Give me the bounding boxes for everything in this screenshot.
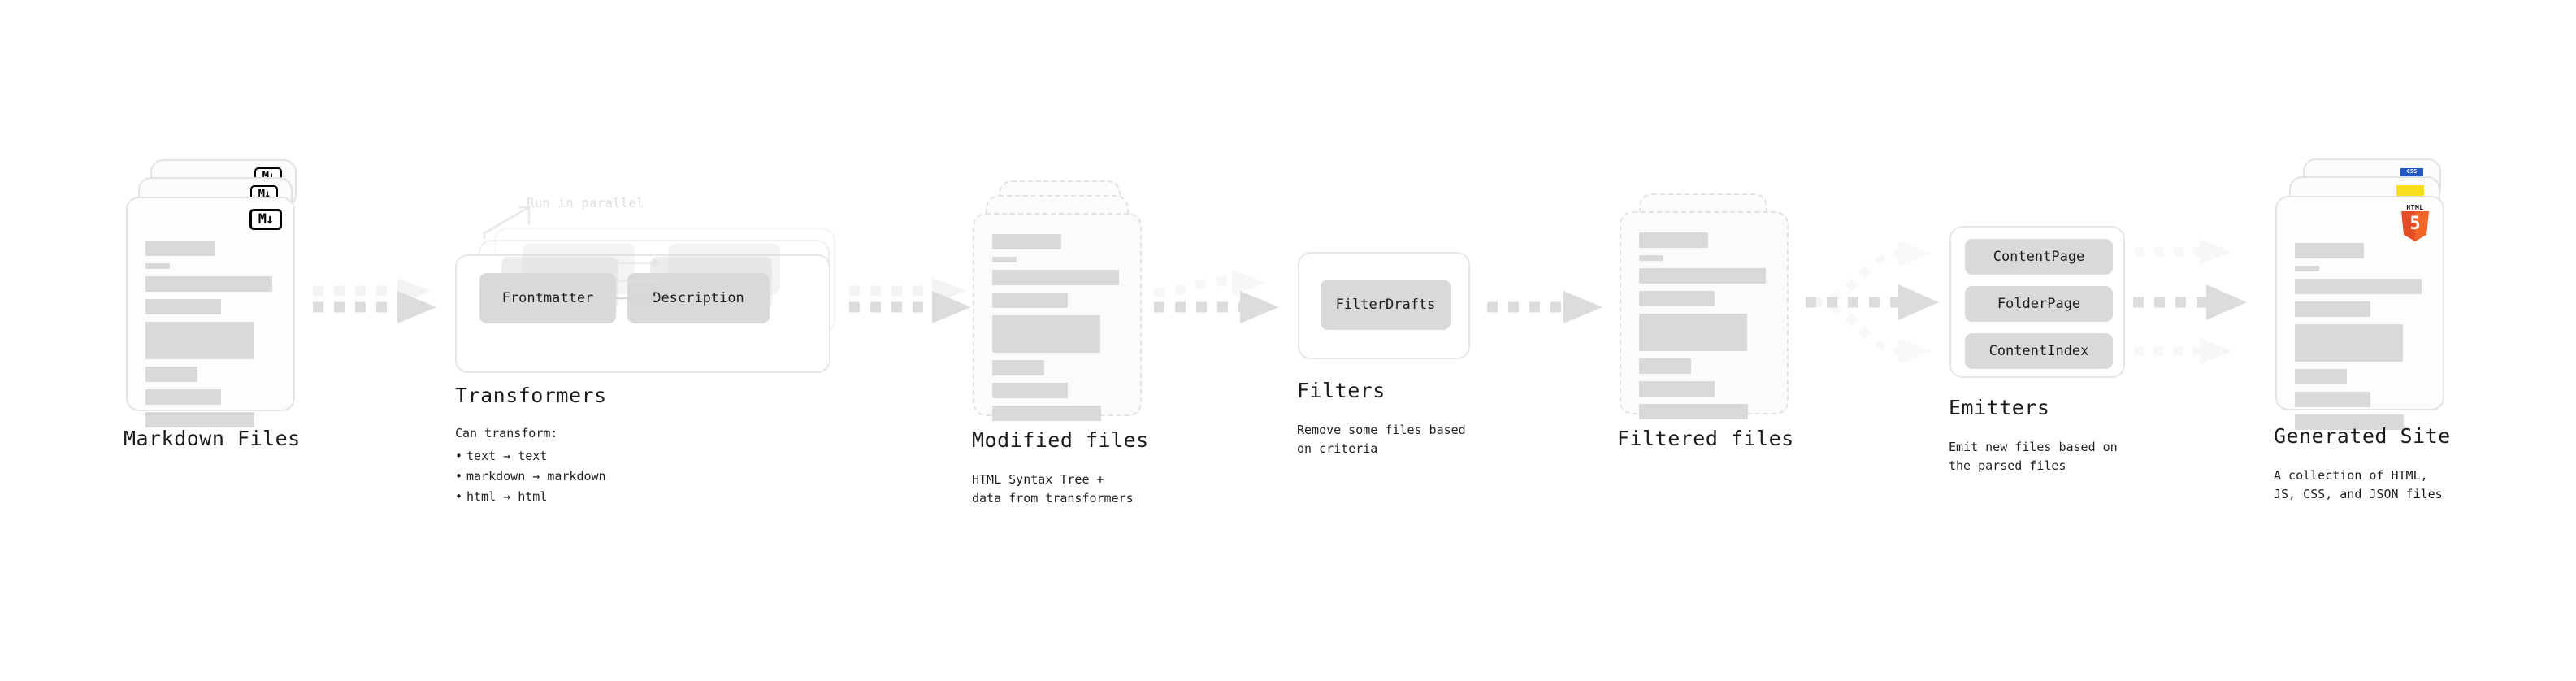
transformers-list-item: html → html — [455, 487, 723, 507]
markdown-files-caption: Markdown Files — [124, 427, 301, 451]
connector-filters-to-filtered — [1487, 291, 1609, 327]
content-bar — [2295, 243, 2365, 258]
filter-filterdrafts-label: FilterDrafts — [1335, 297, 1436, 313]
filtered-files-caption: Filtered files — [1617, 427, 1861, 451]
modified-card-front[interactable] — [973, 213, 1142, 421]
content-bar — [145, 322, 254, 359]
content-bar — [992, 293, 1069, 308]
filtered-files-label: Filtered files — [1617, 427, 1794, 450]
run-in-parallel-note: Run in parallel — [527, 195, 644, 210]
emitter-contentindex-label: ContentIndex — [1988, 343, 2089, 359]
transformer-frontmatter-label: Frontmatter — [501, 290, 594, 306]
content-bar — [992, 406, 1102, 421]
modified-files-label: Modified files — [972, 428, 1149, 452]
markdown-card-content — [145, 241, 279, 427]
content-bar — [2295, 279, 2422, 294]
content-bar — [1639, 232, 1709, 248]
connector-emitters-to-site — [2133, 229, 2279, 375]
filters-caption: Filters Remove some files based on crite… — [1297, 379, 1557, 459]
generated-card-front[interactable]: HTML 5 — [2275, 196, 2444, 430]
modified-files-description: HTML Syntax Tree + data from transformer… — [972, 472, 1134, 506]
content-bar — [992, 257, 1017, 262]
run-in-parallel-bracket — [483, 197, 549, 240]
filter-pill-filterdrafts[interactable]: FilterDrafts — [1321, 280, 1451, 330]
generated-site-caption: Generated Site A collection of HTML, JS,… — [2274, 424, 2542, 505]
emitters-description: Emit new files based on the parsed files — [1949, 440, 2118, 474]
html5-icon: HTML 5 — [2399, 204, 2431, 241]
content-bar — [145, 412, 255, 427]
transformers-intro: Can transform: — [455, 426, 558, 440]
content-bar — [1639, 314, 1747, 351]
content-bar — [1639, 255, 1663, 261]
content-bar — [1639, 291, 1715, 306]
content-bar — [992, 234, 1062, 249]
content-bar — [2295, 266, 2319, 271]
transformers-list-item: text → text — [455, 446, 723, 466]
modified-card-content — [992, 234, 1125, 421]
content-bar — [145, 263, 170, 269]
content-bar — [2295, 392, 2371, 407]
content-bar — [145, 299, 222, 314]
emitter-pill-folderpage[interactable]: FolderPage — [1965, 286, 2113, 322]
generated-site-label: Generated Site — [2274, 424, 2451, 448]
transformers-label: Transformers — [455, 384, 607, 407]
transformer-pill-frontmatter[interactable]: Frontmatter — [479, 273, 616, 323]
filters-label: Filters — [1297, 379, 1386, 402]
transformers-list-item: markdown → markdown — [455, 466, 723, 487]
emitters-group-box[interactable]: ContentPage FolderPage ContentIndex — [1949, 226, 2125, 378]
transformers-group-stack: Frontmatter Description — [455, 228, 845, 374]
emitter-folderpage-label: FolderPage — [1997, 296, 2081, 312]
content-bar — [992, 270, 1119, 285]
html5-icon-digit: 5 — [2409, 213, 2421, 234]
generated-site-description: A collection of HTML, JS, CSS, and JSON … — [2274, 468, 2443, 502]
content-bar — [1639, 381, 1715, 397]
content-bar — [2295, 414, 2405, 430]
connector-modified-to-filters — [1153, 270, 1292, 333]
html5-icon-label: HTML — [2406, 204, 2424, 211]
connector-filtered-to-emitters — [1806, 228, 1952, 374]
content-bar — [1639, 404, 1749, 419]
markdown-files-label: Markdown Files — [124, 427, 301, 450]
filtered-card-content — [1639, 232, 1772, 419]
content-bar — [1639, 358, 1691, 374]
content-bar — [2295, 301, 2371, 317]
content-bar — [145, 276, 272, 292]
connector-transformers-to-modified — [849, 276, 979, 333]
emitter-pill-contentpage[interactable]: ContentPage — [1965, 239, 2113, 275]
content-bar — [145, 389, 222, 405]
filters-description: Remove some files based on criteria — [1297, 423, 1466, 457]
transformer-description-label: Description — [653, 290, 744, 306]
transformers-list: text → text markdown → markdown html → h… — [455, 446, 723, 506]
content-bar — [145, 367, 197, 382]
content-bar — [2295, 369, 2347, 384]
filtered-card-front[interactable] — [1620, 211, 1789, 419]
content-bar — [2295, 324, 2403, 362]
html5-icon-shield: 5 — [2401, 211, 2429, 241]
generated-card-content — [2295, 243, 2428, 430]
filtered-files-card-stack — [1620, 193, 1806, 421]
content-bar — [992, 315, 1100, 353]
emitters-caption: Emitters Emit new files based on the par… — [1949, 396, 2209, 476]
emitters-label: Emitters — [1949, 396, 2050, 419]
markdown-badge-front: M↓ — [249, 209, 282, 230]
content-bar — [145, 241, 215, 256]
filters-group-box[interactable]: FilterDrafts — [1298, 252, 1470, 359]
modified-files-caption: Modified files HTML Syntax Tree + data f… — [972, 428, 1232, 509]
connector-markdown-to-transformers — [313, 276, 443, 333]
emitter-pill-contentindex[interactable]: ContentIndex — [1965, 333, 2113, 369]
generated-site-card-stack: CSS HTML 5 — [2275, 158, 2462, 430]
emitter-contentpage-label: ContentPage — [1993, 249, 2085, 265]
content-bar — [1639, 268, 1766, 284]
content-bar — [992, 383, 1069, 398]
transformers-caption: Transformers Can transform: text → text … — [455, 384, 723, 507]
markdown-files-card-stack: M↓ M↓ M↓ — [126, 159, 313, 427]
markdown-card-front[interactable]: M↓ — [126, 197, 295, 427]
transformer-inner-arrows — [616, 258, 674, 312]
modified-files-card-stack — [973, 180, 1160, 421]
content-bar — [992, 360, 1044, 375]
